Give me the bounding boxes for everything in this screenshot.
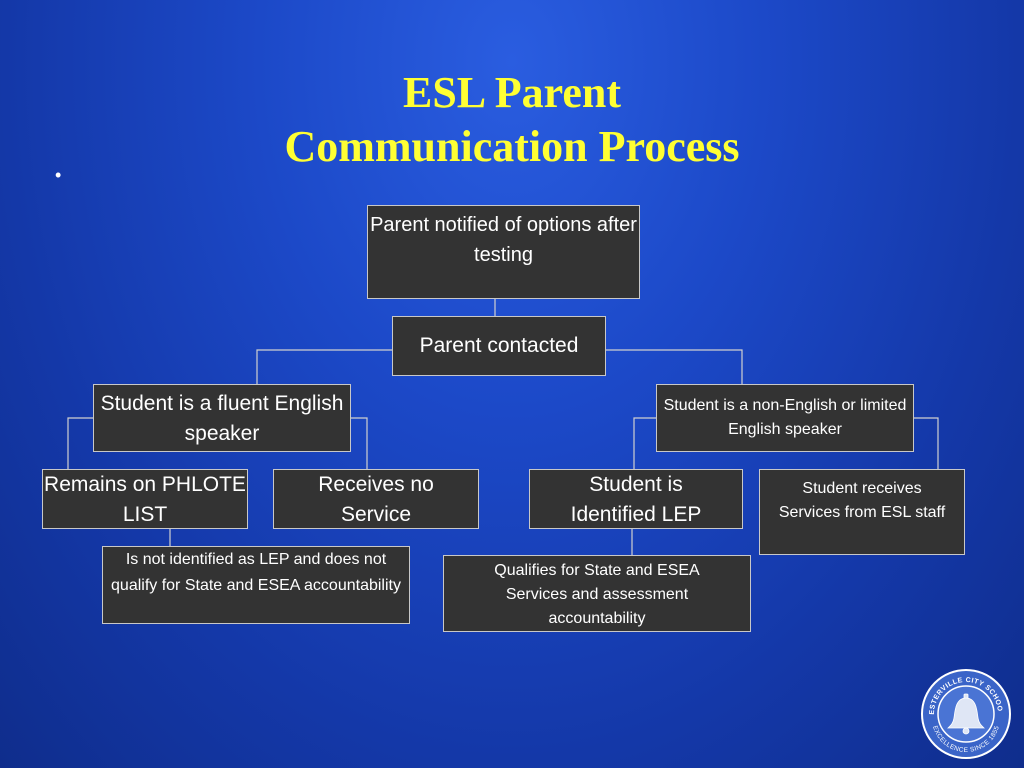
connector-fluent-noservice	[350, 417, 368, 469]
node-fluent-speaker: Student is a fluent English speaker	[93, 384, 351, 452]
district-logo: WESTERVILLE CITY SCHOOLS EXCELLENCE SINC…	[920, 668, 1011, 759]
node-parent-notified: Parent notified of options after testing	[367, 205, 640, 299]
title-line-2: Communication Process	[284, 122, 740, 171]
node-non-english-speaker: Student is a non-English or limited Engl…	[656, 384, 914, 452]
node-qualifies-esea: Qualifies for State and ESEA Services an…	[443, 555, 751, 632]
connector-nonenglish-lep	[633, 417, 657, 469]
node-phlote-list: Remains on PHLOTE LIST	[42, 469, 248, 529]
node-parent-contacted: Parent contacted	[392, 316, 606, 376]
bullet-mark: •	[55, 165, 62, 185]
connector-contacted-nonenglish	[605, 349, 743, 384]
connector-contacted-fluent	[256, 349, 393, 384]
connector-nonenglish-esl	[913, 417, 939, 469]
bell-icon	[947, 693, 985, 735]
node-identified-lep: Student is Identified LEP	[529, 469, 743, 529]
node-esl-services: Student receives Services from ESL staff	[759, 469, 965, 555]
node-not-lep: Is not identified as LEP and does not qu…	[102, 546, 410, 624]
connector-fluent-phlote	[67, 417, 94, 469]
node-no-service: Receives no Service	[273, 469, 479, 529]
title-line-1: ESL Parent	[402, 68, 621, 117]
slide-title: ESL Parent Communication Process	[0, 66, 1024, 174]
